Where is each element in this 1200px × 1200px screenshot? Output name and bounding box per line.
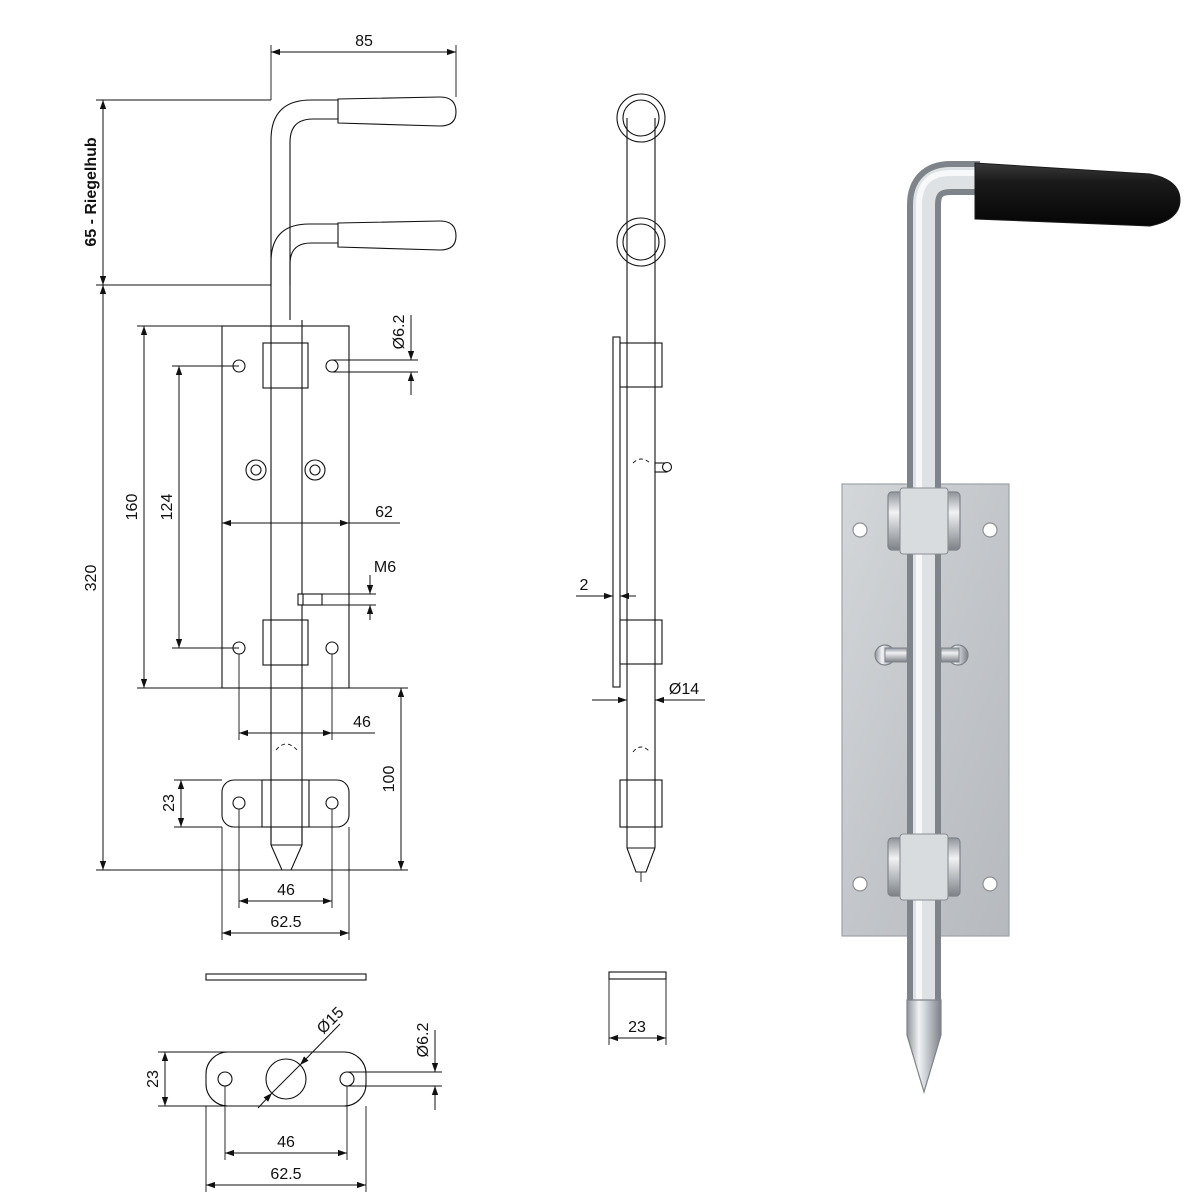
- dim-handle-width: 85: [355, 33, 373, 50]
- keeper-view: Ø15 Ø6.2 23 46 62.5: [145, 973, 442, 1192]
- dim-total-length: 320: [83, 565, 100, 592]
- dim-keeper-hole-spacing: 46: [277, 882, 295, 899]
- dim-bolt-diameter: Ø14: [669, 681, 699, 698]
- dim-bore-diameter: Ø15: [314, 1004, 347, 1037]
- dim-hole-spacing-vertical: 124: [159, 494, 176, 521]
- dim-keeper-view-width: 62.5: [270, 1166, 301, 1183]
- dim-stroke: 65 - Riegelhub: [83, 137, 100, 247]
- dim-plate-width: 62: [375, 504, 393, 521]
- dim-hole-spacing-horizontal: 46: [353, 714, 371, 731]
- dim-plate-length: 160: [124, 494, 141, 521]
- dim-plate-thickness: 2: [580, 577, 589, 594]
- dim-keeper-length: 100: [381, 766, 398, 793]
- dim-keeper-width: 62.5: [270, 914, 301, 931]
- dim-plate-hole-diameter: Ø6.2: [391, 315, 408, 350]
- dim-keeper-view-hole-spacing: 46: [277, 1134, 295, 1151]
- dim-keeper-depth: 23: [628, 1019, 646, 1036]
- dim-thread: M6: [374, 559, 396, 576]
- product-photo: [841, 161, 1181, 1095]
- front-view: 85 65 - Riegelhub 320 160 124 Ø6.2 62: [83, 33, 457, 940]
- side-view: 2 Ø14 23: [576, 93, 705, 1045]
- dim-keeper-height: 23: [161, 794, 178, 812]
- dim-keeper-hole-diameter: Ø6.2: [415, 1023, 432, 1058]
- dim-keeper-view-height: 23: [145, 1070, 162, 1088]
